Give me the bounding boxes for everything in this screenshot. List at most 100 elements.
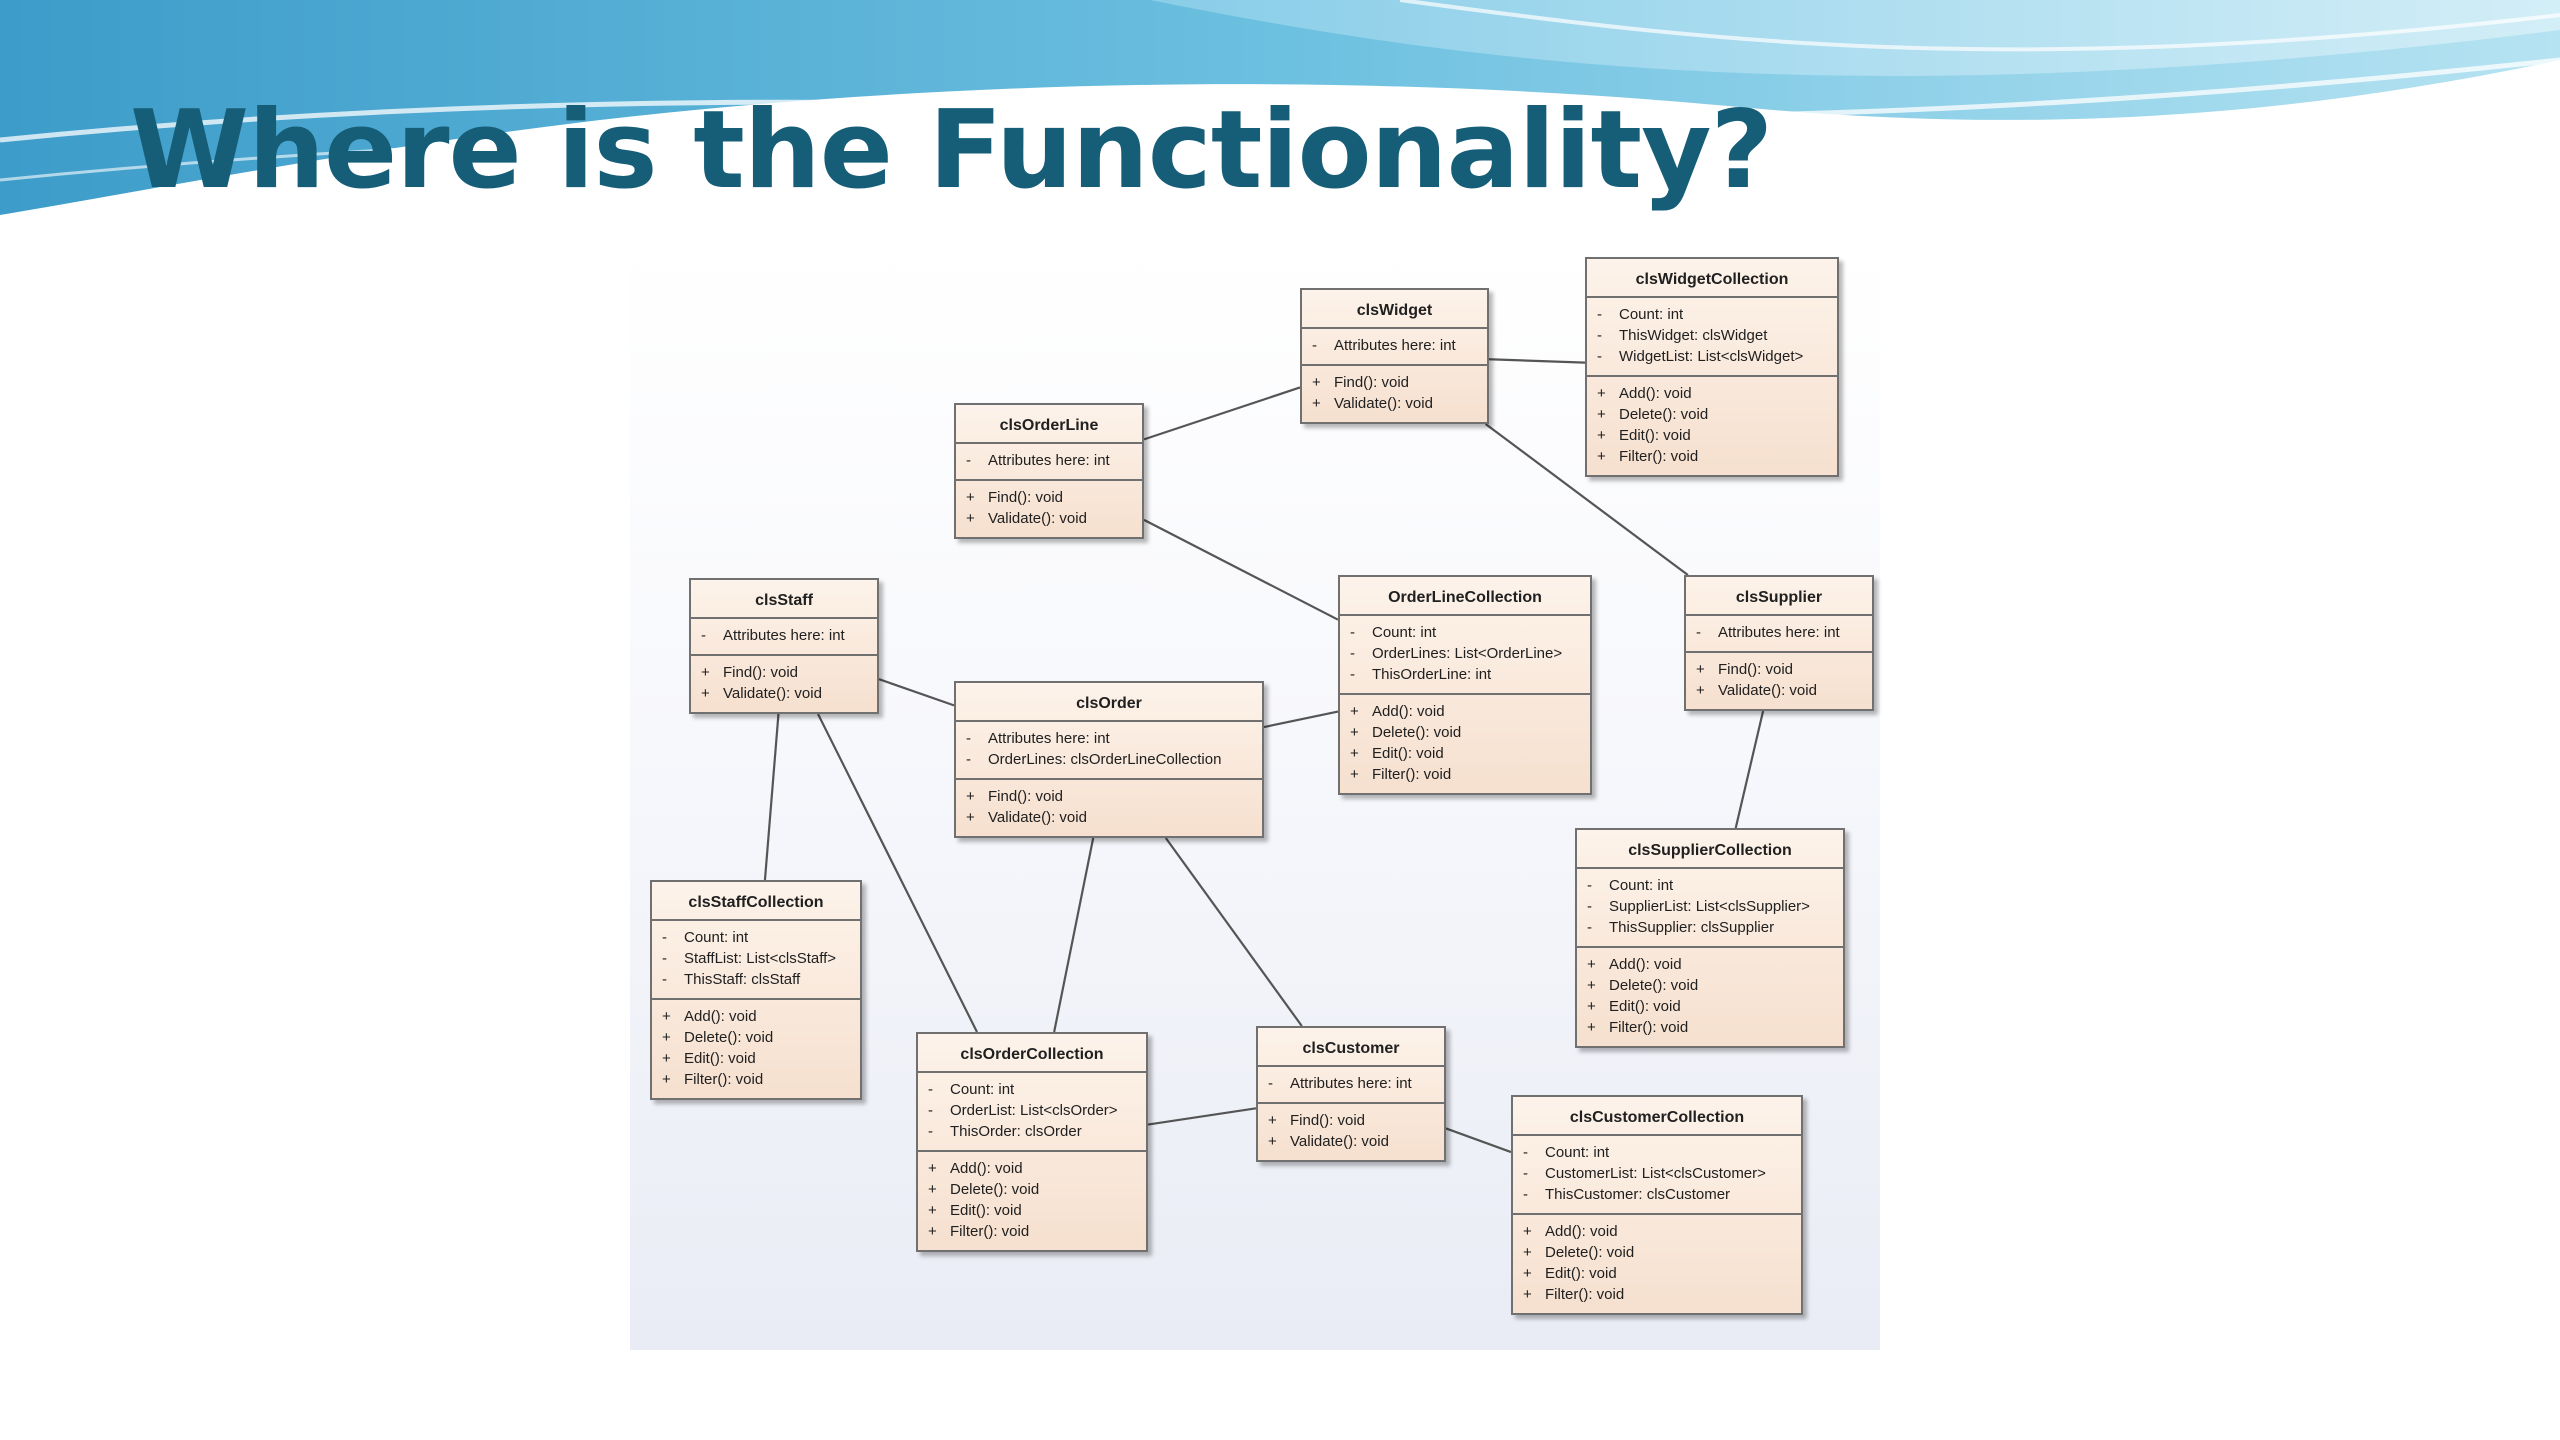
operation-text: Filter(): void [1372, 766, 1452, 783]
operation-row: +Filter(): void [658, 1069, 856, 1090]
visibility-marker: + [1312, 395, 1321, 412]
operations-section: +Find(): void + Validate(): void [1686, 651, 1872, 709]
visibility-marker: + [1350, 745, 1359, 762]
class-name: clsOrderLine [956, 405, 1142, 444]
class-box-cls-customer[interactable]: clsCustomer -Attributes here: int +Find():… [1256, 1026, 1446, 1162]
visibility-marker: - [928, 1081, 933, 1098]
operation-row: +Filter(): void [1593, 446, 1833, 467]
operation-row: +Add(): void [1346, 701, 1586, 722]
class-box-cls-staff-collection[interactable]: clsStaffCollection-Count: int-StaffList:… [650, 880, 862, 1100]
operation-row: +Find(): void [1264, 1110, 1440, 1131]
operation-text: Validate(): void [1718, 682, 1817, 699]
class-box-order-line-collection[interactable]: OrderLineCollection-Count: int-OrderLine… [1338, 575, 1592, 795]
operations-section: +Add(): void+Delete(): void+Edit(): void… [918, 1150, 1146, 1250]
attributes-section: -Count: int-SupplierList: List<clsSuppli… [1577, 869, 1843, 946]
attributes-section: -Attributes here: int-OrderLines: clsOrd… [956, 722, 1262, 778]
operation-row: +Find(): void [1692, 659, 1868, 680]
visibility-marker: + [1597, 448, 1606, 465]
attribute-text: Count: int [1609, 877, 1674, 894]
attribute-text: ThisSupplier: clsSupplier [1609, 919, 1775, 936]
association-line-cls-widget-cls-supplier [1484, 423, 1689, 576]
operation-text: Edit(): void [1545, 1265, 1617, 1282]
visibility-marker: - [1350, 645, 1355, 662]
visibility-marker: + [928, 1160, 937, 1177]
visibility-marker: - [1587, 877, 1592, 894]
class-name: clsCustomer [1258, 1028, 1444, 1067]
visibility-marker: - [662, 950, 667, 967]
association-line-cls-order-line-cls-widget [1143, 386, 1301, 441]
attribute-row: -Count: int [1583, 875, 1839, 896]
visibility-marker: - [701, 627, 706, 644]
operations-section: +Find(): void+Validate(): void [956, 479, 1142, 537]
attribute-text: ThisOrderLine: int [1372, 666, 1492, 683]
operation-text: Filter(): void [1609, 1019, 1689, 1036]
operation-text: Add(): void [1545, 1223, 1618, 1240]
visibility-marker: + [966, 809, 975, 826]
attribute-row: -Attributes here: int [962, 450, 1138, 471]
class-box-cls-supplier[interactable]: clsSupplier-Attributes here: int+Find():… [1684, 575, 1874, 711]
operation-text: Validate(): void [1290, 1133, 1389, 1150]
visibility-marker: - [1523, 1165, 1528, 1182]
attribute-text: OrderLines: List<OrderLine> [1372, 645, 1563, 662]
operation-row: + Edit(): void [1583, 996, 1839, 1017]
operation-text: Add(): void [950, 1160, 1023, 1177]
operation-text: Find(): void [988, 788, 1064, 805]
class-box-cls-order-collection[interactable]: clsOrderCollection-Count: int-OrderList:… [916, 1032, 1148, 1252]
operation-row: +Add(): void [1593, 383, 1833, 404]
operation-row: +Edit(): void [1346, 743, 1586, 764]
visibility-marker: - [928, 1102, 933, 1119]
operation-row: +Validate(): void [962, 807, 1258, 828]
class-box-cls-order-line[interactable]: clsOrderLine -Attributes here: int +Find()… [954, 403, 1144, 539]
class-name: clsWidgetCollection [1587, 259, 1837, 298]
class-box-cls-supplier-collection[interactable]: clsSupplierCollection-Count: int-Supplie… [1575, 828, 1845, 1048]
visibility-marker: - [1350, 624, 1355, 641]
operations-section: +Find(): void+Validate(): void [1302, 364, 1487, 422]
operation-text: Validate(): void [723, 685, 822, 702]
visibility-marker: + [1587, 977, 1596, 994]
attribute-text: ThisStaff: clsStaff [684, 971, 801, 988]
attribute-text: CustomerList: List<clsCustomer> [1545, 1165, 1766, 1182]
association-line-cls-order-line-order-line-collection [1143, 518, 1339, 621]
attribute-row: -ThisOrder: clsOrder [924, 1121, 1142, 1142]
visibility-marker: + [1696, 682, 1705, 699]
visibility-marker: - [928, 1123, 933, 1140]
attribute-text: Attributes here: int [1718, 624, 1840, 641]
visibility-marker: + [662, 1050, 671, 1067]
attribute-text: Attributes here: int [988, 452, 1110, 469]
class-box-cls-widget-collection[interactable]: clsWidgetCollection-Count: int-ThisWidge… [1585, 257, 1839, 477]
visibility-marker: - [1597, 348, 1602, 365]
attribute-row: -StaffList: List<clsStaff> [658, 948, 856, 969]
operation-row: +Edit(): void [1519, 1263, 1797, 1284]
association-line-cls-order-cls-order-collection [1053, 837, 1095, 1033]
attributes-section: -Attributes here: int [1686, 616, 1872, 651]
attribute-text: Attributes here: int [723, 627, 845, 644]
class-box-cls-staff[interactable]: clsStaff-Attributes here: int+Find(): vo… [689, 578, 879, 714]
attributes-section: -Count: int-ThisWidget: clsWidget-Widget… [1587, 298, 1837, 375]
attribute-row: -Attributes here: int [697, 625, 873, 646]
visibility-marker: - [966, 751, 971, 768]
attribute-text: Count: int [684, 929, 749, 946]
operation-row: +Validate(): void [697, 683, 873, 704]
attribute-row: -Count: int [1519, 1142, 1797, 1163]
class-diagram: clsWidget-Attributes here: int+Find(): v… [630, 240, 1880, 1350]
association-line-cls-staff-cls-staff-collection [763, 713, 780, 881]
operation-row: +Delete(): void [1519, 1242, 1797, 1263]
attribute-row: -Attributes here: int [1264, 1073, 1440, 1094]
operation-text: Delete(): void [1545, 1244, 1635, 1261]
visibility-marker: + [1268, 1112, 1277, 1129]
visibility-marker: + [1312, 374, 1321, 391]
visibility-marker: - [966, 452, 971, 469]
class-box-cls-widget[interactable]: clsWidget-Attributes here: int+Find(): v… [1300, 288, 1489, 424]
visibility-marker: + [1587, 998, 1596, 1015]
operation-text: Add(): void [1619, 385, 1692, 402]
visibility-marker: - [1597, 306, 1602, 323]
visibility-marker: - [662, 971, 667, 988]
class-name: OrderLineCollection [1340, 577, 1590, 616]
operations-section: +Add(): void+Delete(): void+Edit(): void… [1340, 693, 1590, 793]
operation-text: Find(): void [723, 664, 799, 681]
operation-text: Edit(): void [684, 1050, 756, 1067]
class-name: clsSupplierCollection [1577, 830, 1843, 869]
class-box-cls-order[interactable]: clsOrder-Attributes here: int-OrderLines… [954, 681, 1264, 838]
operation-text: Edit(): void [1609, 998, 1681, 1015]
class-box-cls-customer-collection[interactable]: clsCustomerCollection-Count: int-Custome… [1511, 1095, 1803, 1315]
